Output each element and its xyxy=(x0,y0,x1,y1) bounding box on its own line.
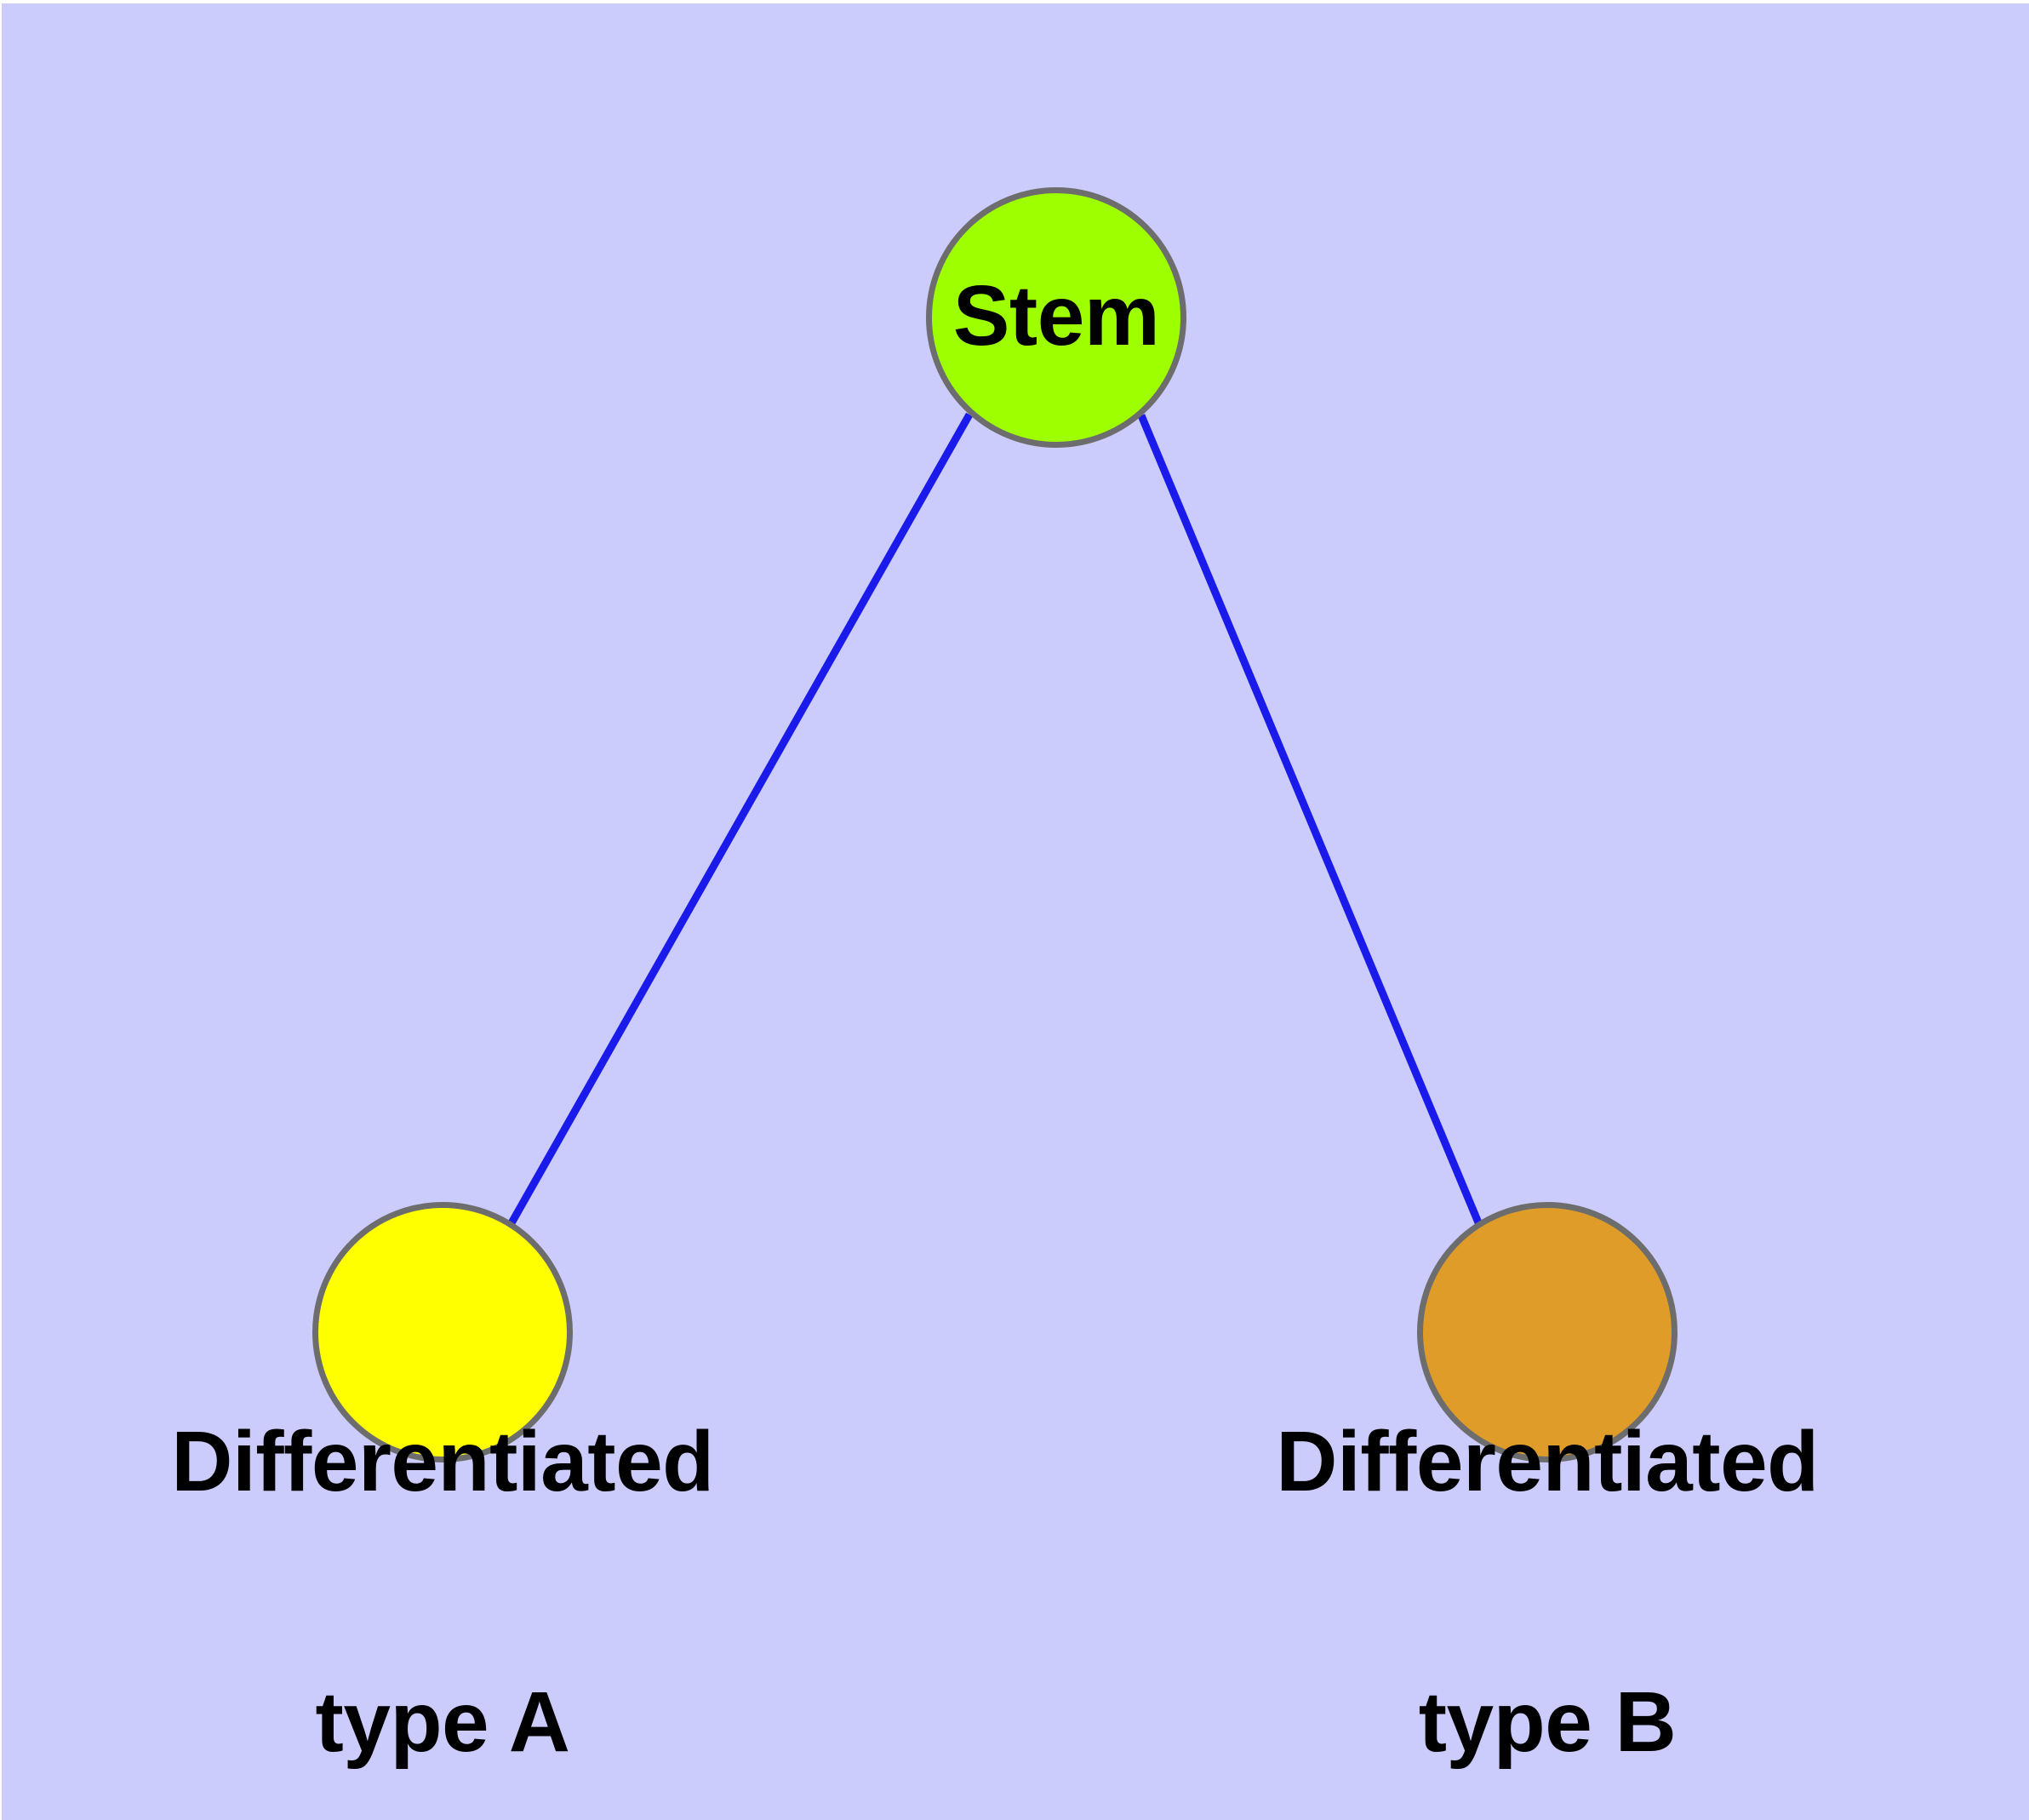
node-stem[interactable] xyxy=(926,187,1186,448)
node-differentiated-type-a[interactable] xyxy=(312,1202,573,1462)
edge-stem-to-differentiated-b[interactable] xyxy=(1137,414,1484,1228)
edge-stem-to-differentiated-a[interactable] xyxy=(506,412,973,1230)
node-differentiated-type-b[interactable] xyxy=(1417,1202,1677,1462)
edge-layer xyxy=(506,412,1484,1230)
graph-canvas: Stem Differentiated type A Differentiate… xyxy=(2,3,2029,1820)
